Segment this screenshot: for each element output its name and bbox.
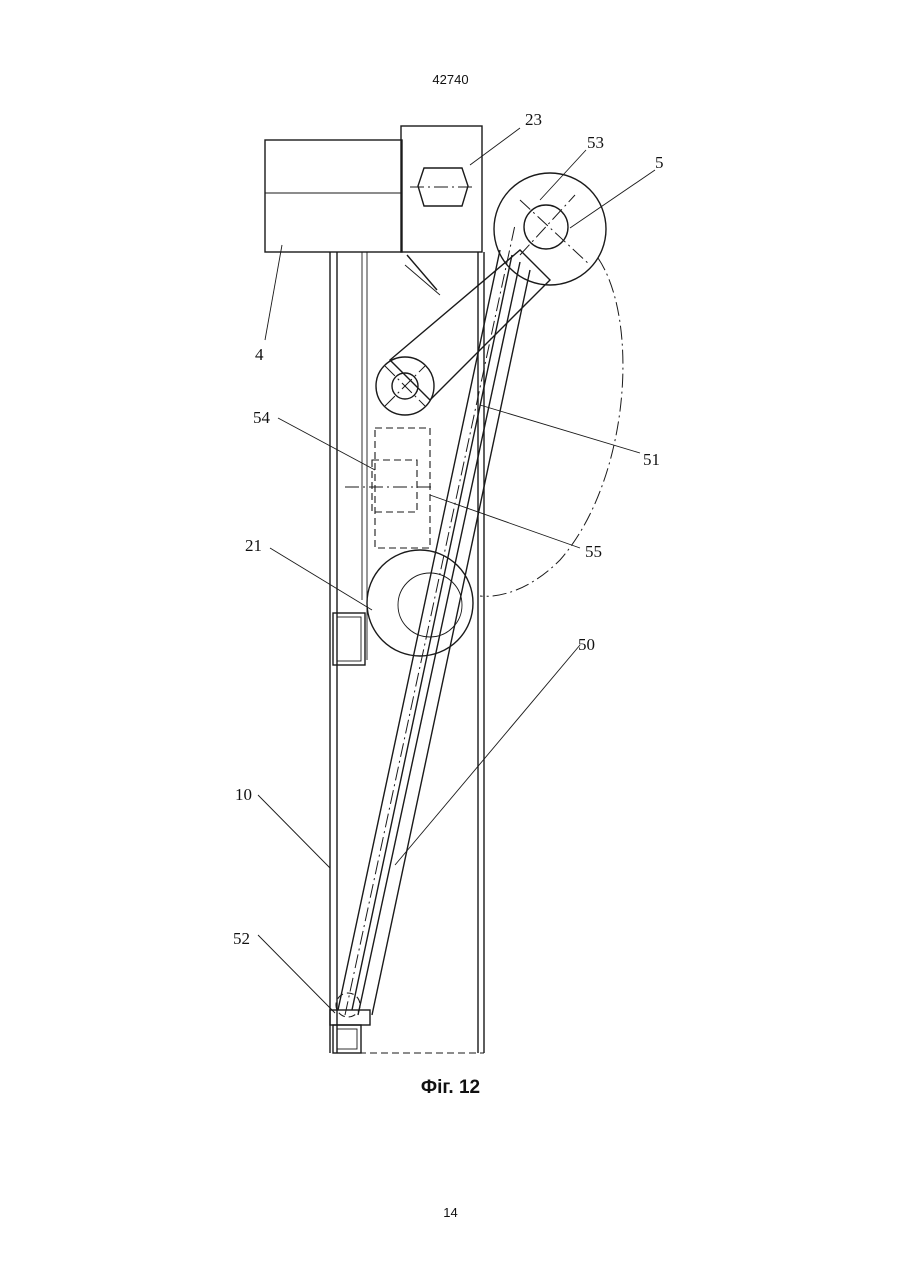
- block-4: [265, 140, 402, 252]
- label-23: 23: [525, 110, 542, 129]
- pivot-joint: [376, 357, 434, 415]
- joint-52: [330, 993, 370, 1053]
- page-number: 14: [0, 1205, 901, 1220]
- figure-caption: Фіг. 12: [0, 1077, 901, 1099]
- label-4: 4: [255, 345, 264, 364]
- label-55: 55: [585, 542, 602, 561]
- label-10: 10: [235, 785, 252, 804]
- label-21: 21: [245, 536, 262, 555]
- label-52: 52: [233, 929, 250, 948]
- label-50: 50: [578, 635, 595, 654]
- wheel-5: [480, 173, 623, 596]
- dashed-housing-54: [345, 428, 435, 548]
- block-23: [401, 126, 482, 252]
- label-54: 54: [253, 408, 271, 427]
- wheel-21: [333, 550, 473, 665]
- label-5: 5: [655, 153, 664, 172]
- label-53: 53: [587, 133, 604, 152]
- label-51: 51: [643, 450, 660, 469]
- frame-10: [330, 252, 484, 1053]
